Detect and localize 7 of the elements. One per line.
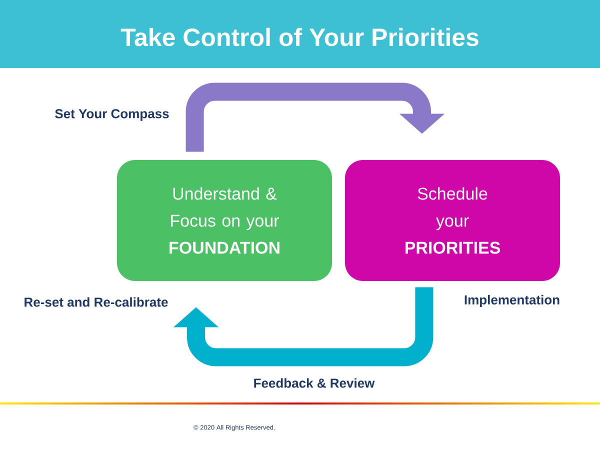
step-label: Implementation — [464, 294, 560, 308]
process-box: Understand & Focus on your FOUNDATION — [117, 160, 332, 281]
step-label: Re-set and Re-calibrate — [24, 297, 168, 307]
title-bar: Take Control of Your Priorities — [0, 0, 600, 68]
step-label: Feedback & Review — [254, 378, 375, 388]
step-label: Set Your Compass — [55, 109, 169, 121]
process-box: Schedule your PRIORITIES — [345, 160, 560, 281]
